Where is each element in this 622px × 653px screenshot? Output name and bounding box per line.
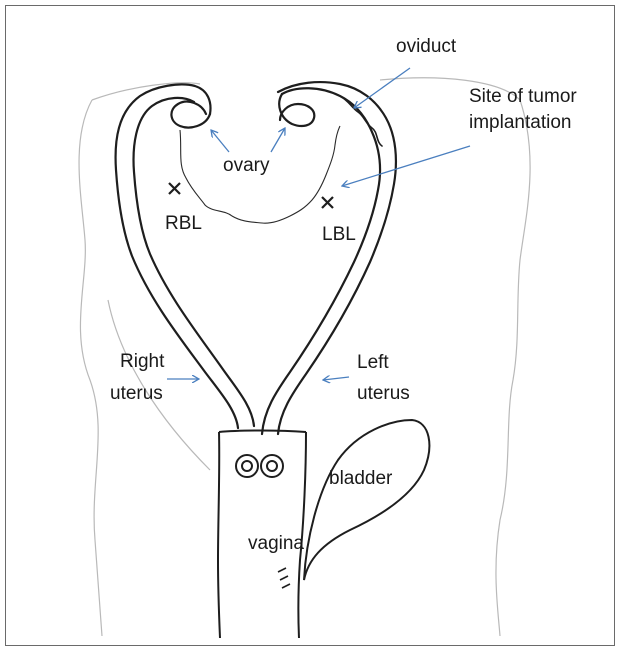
oviduct-arrow [354, 68, 410, 108]
left-uterus-arrow [323, 377, 349, 380]
rbl-label: RBL [165, 213, 202, 235]
right-uterus-label-line2: uterus [110, 383, 163, 405]
right-uterus-label-line1: Right [120, 351, 164, 373]
left-uterus-drawing [262, 82, 396, 434]
left-uterus-label-line2: uterus [357, 383, 410, 405]
ovary-arrow-right [271, 128, 285, 152]
ovary-label: ovary [223, 155, 269, 177]
bladder-drawing [304, 420, 429, 580]
tumor-site-label-line1: Site of tumor [469, 86, 577, 108]
bladder-label: bladder [329, 468, 392, 490]
ovary-arrow-left [211, 130, 229, 152]
tumor-site-label-line2: implantation [469, 112, 571, 134]
oviduct-label: oviduct [396, 36, 456, 58]
lbl-label: LBL [322, 224, 356, 246]
right-uterus-drawing [116, 84, 254, 428]
left-uterus-label-line1: Left [357, 352, 389, 374]
tumor-site-arrow [342, 146, 470, 186]
rbl-mark [169, 183, 180, 194]
lbl-mark [322, 197, 333, 208]
vagina-label: vagina [248, 533, 304, 555]
